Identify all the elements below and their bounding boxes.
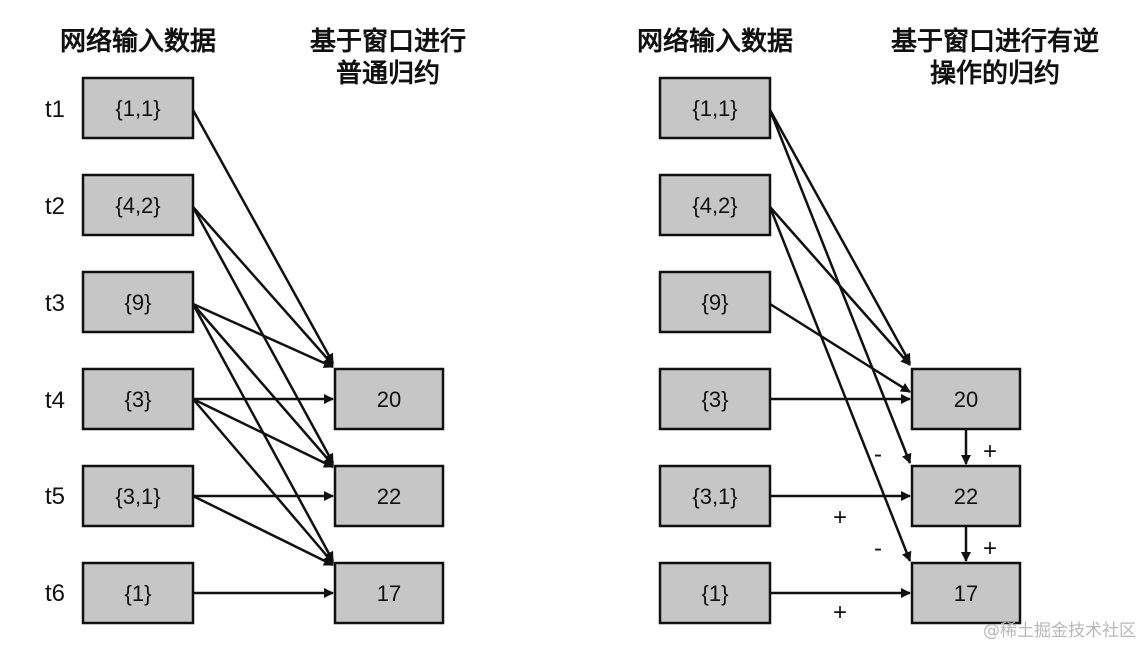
- left-arrows: [191, 109, 335, 598]
- right-input-value-t2: {4,2}: [692, 193, 737, 218]
- right-arrow-t1-minus-22: [768, 109, 912, 464]
- right-arrow-t2-minus-17: [768, 206, 912, 562]
- plus-sign-t6-input: +: [833, 599, 847, 626]
- time-label-t2: t2: [45, 193, 65, 220]
- time-label-t5: t5: [45, 483, 65, 510]
- left-input-value-t6: {1}: [125, 581, 152, 606]
- right-input-box-t1: {1,1}: [658, 76, 772, 140]
- left-arrow-t3-to-22: [192, 303, 334, 466]
- right-output-value-17: 17: [954, 581, 978, 606]
- right-arrow-t3-to-20: [769, 302, 911, 394]
- left-output-value-17: 17: [377, 581, 401, 606]
- left-output-box-22: 22: [333, 464, 445, 528]
- left-arrow-t2-to-20: [192, 206, 334, 366]
- left-input-value-t1: {1,1}: [115, 96, 160, 121]
- time-label-t1: t1: [45, 96, 65, 123]
- right-input-box-t5: {3,1}: [658, 464, 772, 528]
- right-arrow-t1-to-20: [768, 109, 912, 364]
- right-output-value-22: 22: [954, 484, 978, 509]
- right-input-box-t2: {4,2}: [658, 173, 772, 237]
- right-output-header-line2: 操作的归约: [930, 58, 1060, 89]
- right-output-box-20: 20: [910, 367, 1022, 431]
- plus-sign-t5-input: +: [833, 504, 847, 531]
- left-output-value-20: 20: [377, 387, 401, 412]
- left-input-box-t6: {1}: [81, 561, 195, 625]
- left-arrow-t3-to-17: [191, 303, 335, 562]
- left-input-box-t2: {4,2}: [81, 173, 195, 237]
- left-input-box-t4: {3}: [81, 367, 195, 431]
- left-arrow-t1-to-20: [191, 109, 335, 364]
- time-label-t3: t3: [45, 290, 65, 317]
- left-input-header: 网络输入数据: [60, 26, 216, 57]
- left-output-box-17: 17: [333, 561, 445, 625]
- left-input-box-t1: {1,1}: [81, 76, 195, 140]
- left-input-box-t5: {3,1}: [81, 464, 195, 528]
- right-input-header: 网络输入数据: [637, 26, 793, 57]
- right-input-box-t4: {3}: [658, 367, 772, 431]
- right-arrows: [768, 109, 971, 598]
- right-input-value-t5: {3,1}: [692, 484, 737, 509]
- plus-sign-20-to-22: +: [983, 438, 997, 465]
- left-input-box-t3: {9}: [81, 270, 195, 334]
- left-output-value-22: 22: [377, 484, 401, 509]
- minus-sign-into-17: -: [874, 535, 882, 562]
- left-output-header-line1: 基于窗口进行: [310, 26, 466, 57]
- left-input-value-t2: {4,2}: [115, 193, 160, 218]
- time-label-t6: t6: [45, 580, 65, 607]
- minus-sign-into-22: -: [874, 441, 882, 468]
- left-input-value-t5: {3,1}: [115, 484, 160, 509]
- right-output-header-line1: 基于窗口进行有逆: [891, 26, 1099, 57]
- left-arrow-t2-to-22: [191, 206, 335, 464]
- plus-sign-22-to-17: +: [983, 535, 997, 562]
- left-input-value-t4: {3}: [125, 387, 152, 412]
- time-label-t4: t4: [45, 387, 65, 414]
- left-arrow-t4-to-17: [192, 398, 334, 564]
- left-arrow-t5-to-17: [192, 494, 334, 567]
- right-input-value-t4: {3}: [702, 387, 729, 412]
- right-input-value-t1: {1,1}: [692, 96, 737, 121]
- right-input-box-t3: {9}: [658, 270, 772, 334]
- right-output-box-22: 22: [910, 464, 1022, 528]
- right-input-value-t6: {1}: [702, 581, 729, 606]
- left-output-header-line2: 普通归约: [336, 58, 440, 89]
- right-output-value-20: 20: [954, 387, 978, 412]
- right-output-box-17: 17: [910, 561, 1022, 625]
- left-output-box-20: 20: [333, 367, 445, 431]
- right-input-box-t6: {1}: [658, 561, 772, 625]
- watermark-text: @稀土掘金技术社区: [983, 621, 1136, 641]
- right-input-value-t3: {9}: [702, 290, 729, 315]
- left-input-value-t3: {9}: [125, 290, 152, 315]
